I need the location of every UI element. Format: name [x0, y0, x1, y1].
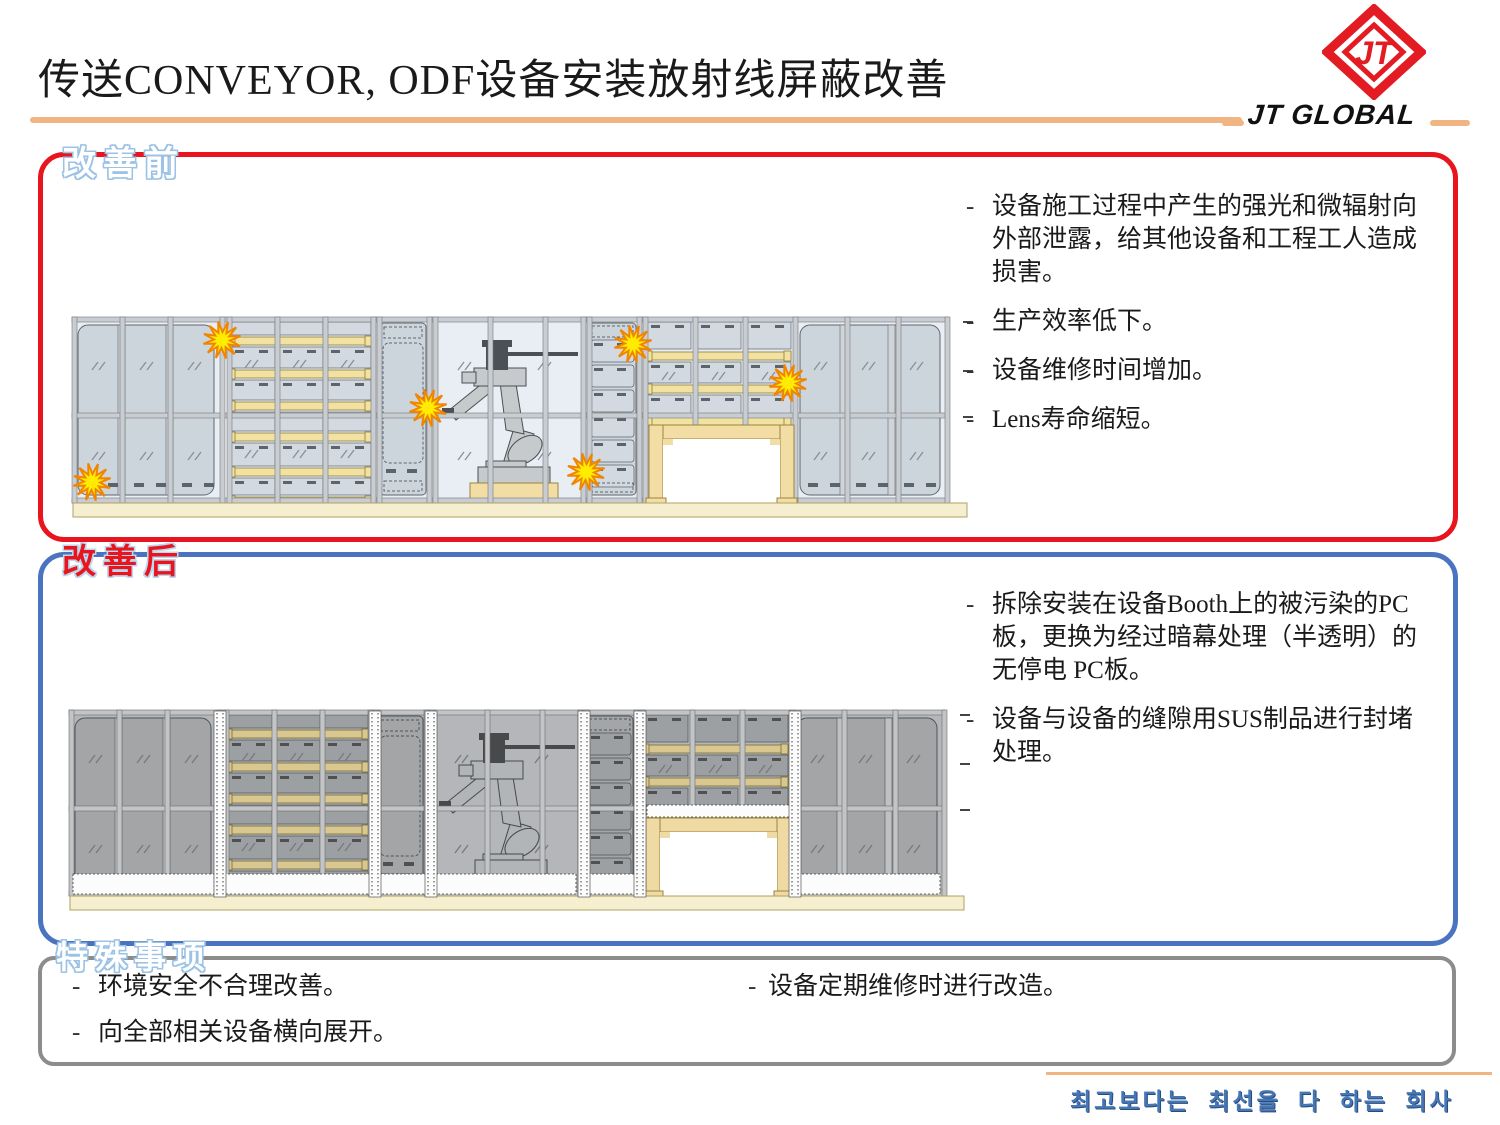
- bullet-dash: -: [72, 973, 81, 1000]
- list-item: - 设备施工过程中产生的强光和微辐射向外部泄露，给其他设备和工程工人造成损害。: [966, 190, 1424, 289]
- special-section-box: [38, 956, 1456, 1066]
- bullet-dash: -: [72, 1019, 81, 1046]
- logo-dash-right: [1430, 120, 1470, 126]
- before-bullet-list: - 设备施工过程中产生的强光和微辐射向外部泄露，给其他设备和工程工人造成损害。 …: [966, 190, 1424, 452]
- equipment-elevation-before: [71, 316, 973, 518]
- bullet-dash: -: [966, 706, 975, 733]
- list-item: - 设备与设备的缝隙用SUS制品进行封堵处理。: [966, 703, 1428, 769]
- jt-diamond-logo-icon: JT: [1322, 4, 1426, 100]
- footer-rule: [1046, 1072, 1492, 1075]
- list-item: - 设备维修时间增加。: [966, 354, 1424, 387]
- bullet-text: 拆除安装在设备Booth上的被污染的PC板，更换为经过暗幕处理（半透明）的无停电…: [992, 591, 1418, 684]
- bullet-text: 设备施工过程中产生的强光和微辐射向外部泄露，给其他设备和工程工人造成损害。: [992, 193, 1418, 286]
- footer-slogan: 최고보다는 최선을 다 하는 회사: [1070, 1088, 1454, 1114]
- light-leak-burst-icon: [769, 364, 807, 402]
- bullet-dash: -: [966, 591, 975, 618]
- list-item: - 拆除安装在设备Booth上的被污染的PC板，更换为经过暗幕处理（半透明）的无…: [966, 588, 1428, 687]
- bullet-dash: -: [966, 357, 975, 384]
- list-item: - 向全部相关设备横向展开。: [72, 1016, 692, 1049]
- list-item: - 环境安全不合理改善。: [72, 970, 692, 1003]
- special-section-label: 特殊事项: [56, 939, 213, 975]
- light-leak-burst-icon: [73, 463, 111, 501]
- after-section-label: 改善后: [62, 543, 185, 581]
- list-item: - Lens寿命缩短。: [966, 403, 1424, 436]
- bullet-text: 环境安全不合理改善。: [98, 973, 349, 1000]
- title-underline: [30, 117, 1242, 123]
- bullet-text: Lens寿命缩短。: [992, 406, 1166, 433]
- light-leak-burst-icon: [567, 453, 605, 491]
- bullet-text: 设备与设备的缝隙用SUS制品进行封堵处理。: [992, 706, 1413, 766]
- bullet-dash: -: [966, 308, 975, 335]
- light-leak-burst-icon: [614, 325, 652, 363]
- equipment-elevation-after: [68, 709, 970, 911]
- bullet-text: 设备定期维修时进行改造。: [768, 973, 1069, 1000]
- list-item: - 设备定期维修时进行改造。: [748, 970, 1308, 1003]
- bullet-text: 向全部相关设备横向展开。: [98, 1019, 399, 1046]
- after-section-box: [38, 552, 1458, 946]
- bullet-text: 生产效率低下。: [992, 308, 1168, 335]
- light-leak-burst-icon: [409, 389, 447, 427]
- bullet-dash: -: [966, 193, 975, 220]
- logo-text: JT GLOBAL: [1246, 99, 1418, 130]
- special-bullet-list-left: - 环境安全不合理改善。 - 向全部相关设备横向展开。: [72, 970, 692, 1062]
- bullet-text: 设备维修时间增加。: [992, 357, 1218, 384]
- bullet-dash: -: [966, 406, 975, 433]
- special-bullet-list-right: - 设备定期维修时进行改造。: [748, 970, 1308, 1016]
- page-title: 传送CONVEYOR, ODF设备安装放射线屏蔽改善: [38, 58, 949, 104]
- before-section-label: 改善前: [62, 145, 185, 183]
- svg-text:JT: JT: [1355, 35, 1395, 71]
- light-leak-burst-icon: [203, 321, 241, 359]
- list-item: - 生产效率低下。: [966, 305, 1424, 338]
- logo-dash-left: [1222, 120, 1244, 126]
- after-bullet-list: - 拆除安装在设备Booth上的被污染的PC板，更换为经过暗幕处理（半透明）的无…: [966, 588, 1428, 785]
- before-section-box: [38, 152, 1458, 542]
- bullet-dash: -: [748, 973, 757, 1000]
